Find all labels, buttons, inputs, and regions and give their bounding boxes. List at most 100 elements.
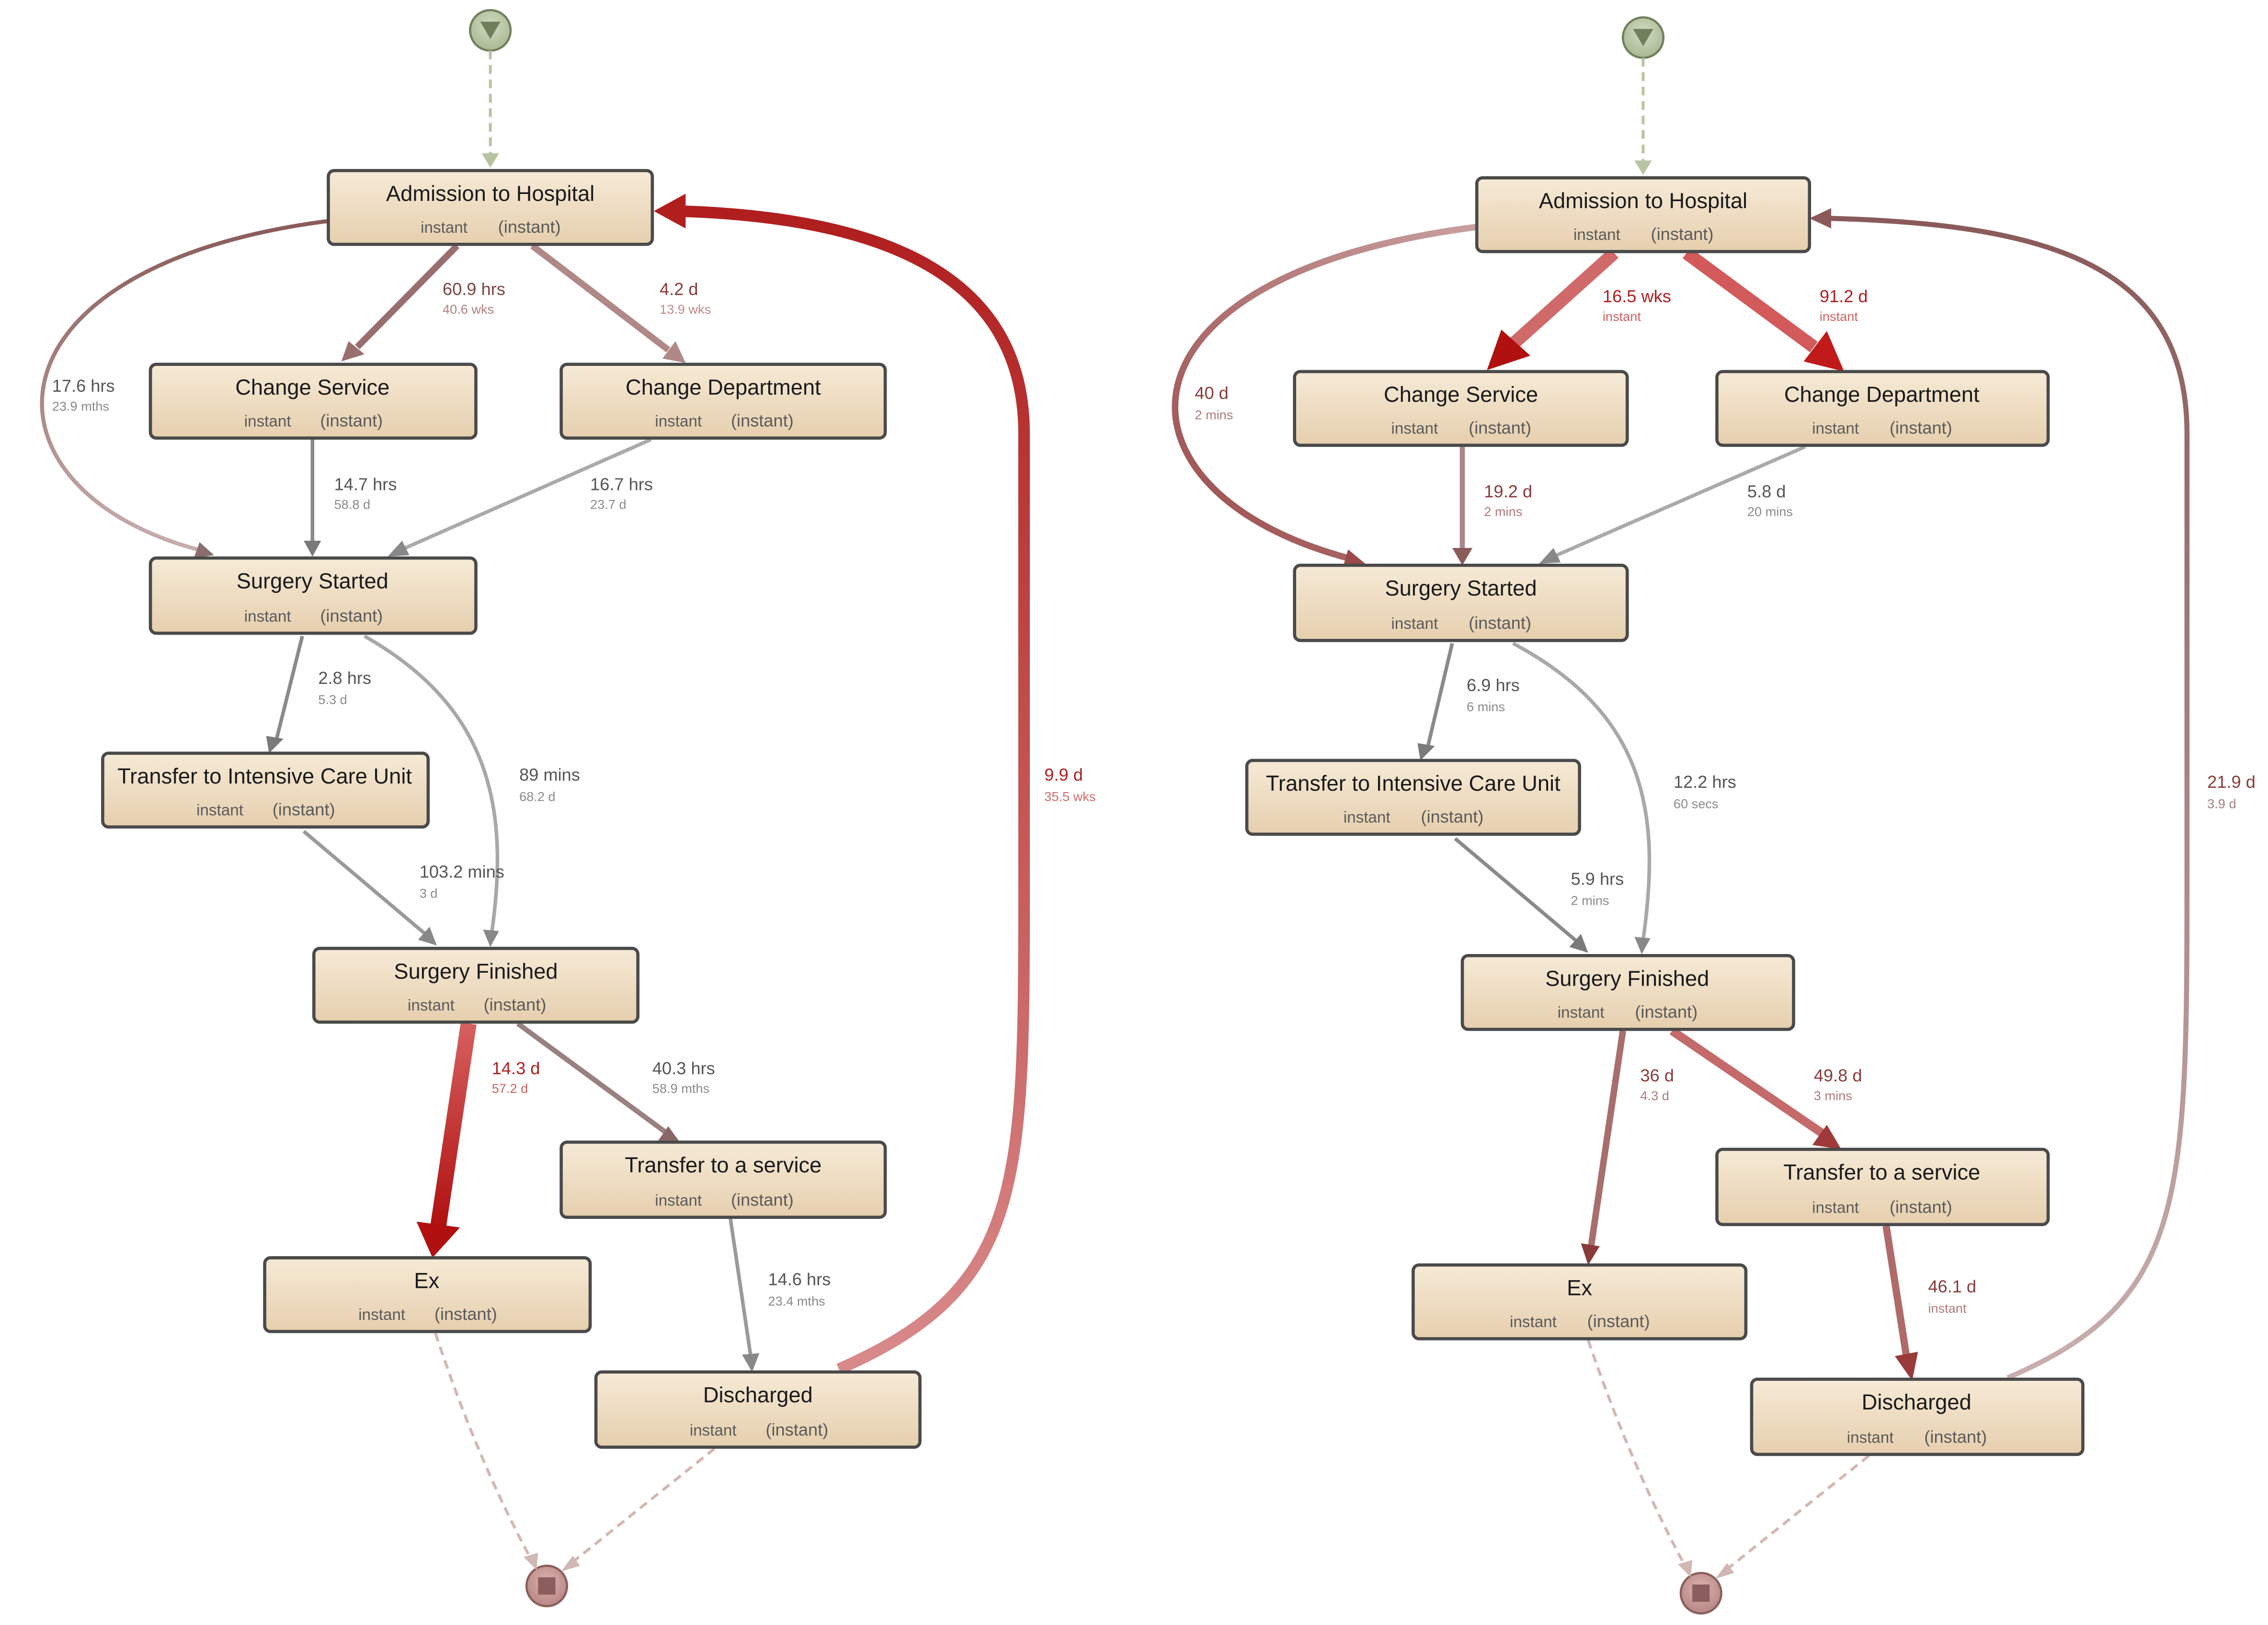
activity-node[interactable]: Ex instant (instant) [263,1256,592,1333]
edge-label-main: 36 d [1640,1066,1674,1085]
end-node [1679,1572,1722,1615]
triangle-down-icon [480,22,501,39]
activity-node[interactable]: Change Department instant (instant) [559,363,887,440]
edge-sf-ex: 36 d 4.3 d [1581,1030,1674,1265]
edge-cd-ss: 16.7 hrs 23.7 d [387,438,653,557]
activity-duration: instant [1558,1004,1605,1022]
edge-ts-dis: 46.1 d instant [1882,1225,1976,1381]
activity-label: Admission to Hospital [386,182,594,206]
activity-duration: instant [244,413,291,431]
edge-ex-to-end [1586,1340,1688,1569]
edge-label-sub: 58.8 d [334,497,371,512]
edge-label-main: 16.7 hrs [590,474,653,494]
activity-label: Ex [1567,1276,1592,1300]
edge-label-main: 4.2 d [660,279,698,299]
edge-label-sub: instant [1603,309,1641,324]
edge-sf-ts: 49.8 d 3 mins [1669,1027,1862,1149]
activity-duration: instant [1573,226,1620,244]
activity-duration: instant [655,1192,702,1210]
edge-ex-to-end [434,1332,534,1562]
activity-duration-total: (instant) [765,1420,828,1440]
edge-cs-ss: 14.7 hrs 58.8 d [304,439,397,557]
model-right: 16.5 wks instant 91.2 d instant 40 d 2 m… [1172,16,2256,1615]
activity-label: Change Service [235,375,389,399]
edge-label-sub: 23.4 mths [768,1294,825,1308]
edge-sf-ex: 14.3 d 57.2 d [416,1022,540,1258]
activity-duration: instant [244,608,291,625]
edge-ss-icu: 6.9 hrs 6 mins [1417,643,1520,761]
activity-duration-total: (instant) [484,995,547,1014]
edge-discharged-to-end [1723,1455,1870,1573]
activity-duration: instant [358,1306,405,1324]
edge-label-sub: 57.2 d [492,1081,528,1096]
edge-label-sub: 2 mins [1195,407,1233,422]
edge-icu-sf: 5.9 hrs 2 mins [1454,837,1624,953]
activity-duration-total: (instant) [1587,1311,1650,1331]
edge-ts-dis: 14.6 hrs 23.4 mths [729,1218,831,1372]
activity-duration-total: (instant) [1421,807,1483,827]
activity-duration: instant [1812,420,1859,438]
activity-label: Transfer to Intensive Care Unit [117,764,412,788]
activity-label: Ex [414,1269,439,1293]
activity-node[interactable]: Transfer to a service instant (instant) [1715,1148,2050,1227]
square-stop-icon [1692,1584,1710,1602]
activity-node[interactable]: Transfer to Intensive Care Unit instant … [1245,759,1581,836]
edge-label-sub: 20 mins [1747,504,1793,519]
edge-label-main: 5.9 hrs [1571,869,1624,888]
activity-duration-total: (instant) [1469,613,1531,633]
end-node [525,1564,569,1608]
activity-node[interactable]: Transfer to Intensive Care Unit instant … [101,751,430,829]
edge-label-main: 91.2 d [1820,286,1868,306]
activity-node[interactable]: Admission to Hospital instant (instant) [1475,176,1812,253]
edge-label-main: 49.8 d [1814,1066,1862,1085]
edge-adm-cd: 91.2 d instant [1682,248,1868,372]
activity-duration: instant [1510,1313,1557,1331]
edge-dis-adm: 9.9 d 35.5 wks [653,193,1095,1375]
activity-duration-total: (instant) [731,1190,794,1210]
activity-duration-total: (instant) [1890,1197,1952,1217]
edge-label-sub: 5.3 d [318,692,347,707]
edge-label-main: 19.2 d [1484,481,1532,501]
activity-node[interactable]: Ex instant (instant) [1411,1263,1748,1341]
activity-node[interactable]: Surgery Started instant (instant) [1293,563,1629,642]
activity-duration: instant [1391,615,1438,633]
edge-label-sub: 6 mins [1467,699,1505,714]
edge-cd-ss: 5.8 d 20 mins [1539,445,1806,564]
activity-node[interactable]: Change Service instant (instant) [148,363,478,440]
activity-node[interactable]: Discharged instant (instant) [594,1370,922,1449]
edge-adm-ss: 17.6 hrs 23.9 mths [40,219,328,558]
edge-label-main: 46.1 d [1928,1277,1976,1296]
activity-label: Transfer to a service [1783,1160,1980,1184]
edge-adm-ss: 40 d 2 mins [1172,224,1478,570]
edge-label-sub: 40.6 wks [443,302,494,317]
activity-duration-total: (instant) [434,1304,497,1324]
model-left: 60.9 hrs 40.6 wks 4.2 d 13.9 wks 17.6 hr… [40,9,1095,1608]
activity-label: Surgery Finished [1545,966,1709,991]
activity-node[interactable]: Change Service instant (instant) [1293,370,1629,447]
edge-label-sub: 3 mins [1814,1088,1852,1103]
edge-label-main: 6.9 hrs [1467,675,1520,695]
activity-node[interactable]: Admission to Hospital instant (instant) [327,169,654,246]
activity-duration-total: (instant) [320,411,383,431]
edge-label-main: 5.8 d [1747,481,1786,501]
activity-node[interactable]: Change Department instant (instant) [1715,370,2050,447]
edge-adm-cs: 60.9 hrs 40.6 wks [341,243,505,362]
activity-node[interactable]: Discharged instant (instant) [1750,1377,2085,1456]
activity-label: Surgery Started [237,569,388,593]
activity-duration-total: (instant) [320,606,383,625]
activity-node[interactable]: Surgery Finished instant (instant) [312,946,640,1024]
activity-node[interactable]: Surgery Started instant (instant) [148,556,478,635]
activity-duration: instant [655,413,702,431]
activity-duration-total: (instant) [498,217,561,237]
activity-label: Transfer to a service [625,1153,821,1177]
activity-node[interactable]: Transfer to a service instant (instant) [559,1140,887,1219]
edge-label-main: 14.3 d [492,1058,540,1078]
edge-ss-icu: 2.8 hrs 5.3 d [266,636,371,753]
activity-duration: instant [408,997,455,1014]
edge-label-sub: 2 mins [1571,893,1609,908]
activity-duration-total: (instant) [731,411,794,431]
activity-label: Surgery Started [1385,576,1537,601]
edge-label-main: 21.9 d [2207,772,2256,792]
activity-duration-total: (instant) [1635,1002,1698,1022]
activity-node[interactable]: Surgery Finished instant (instant) [1460,954,1795,1031]
